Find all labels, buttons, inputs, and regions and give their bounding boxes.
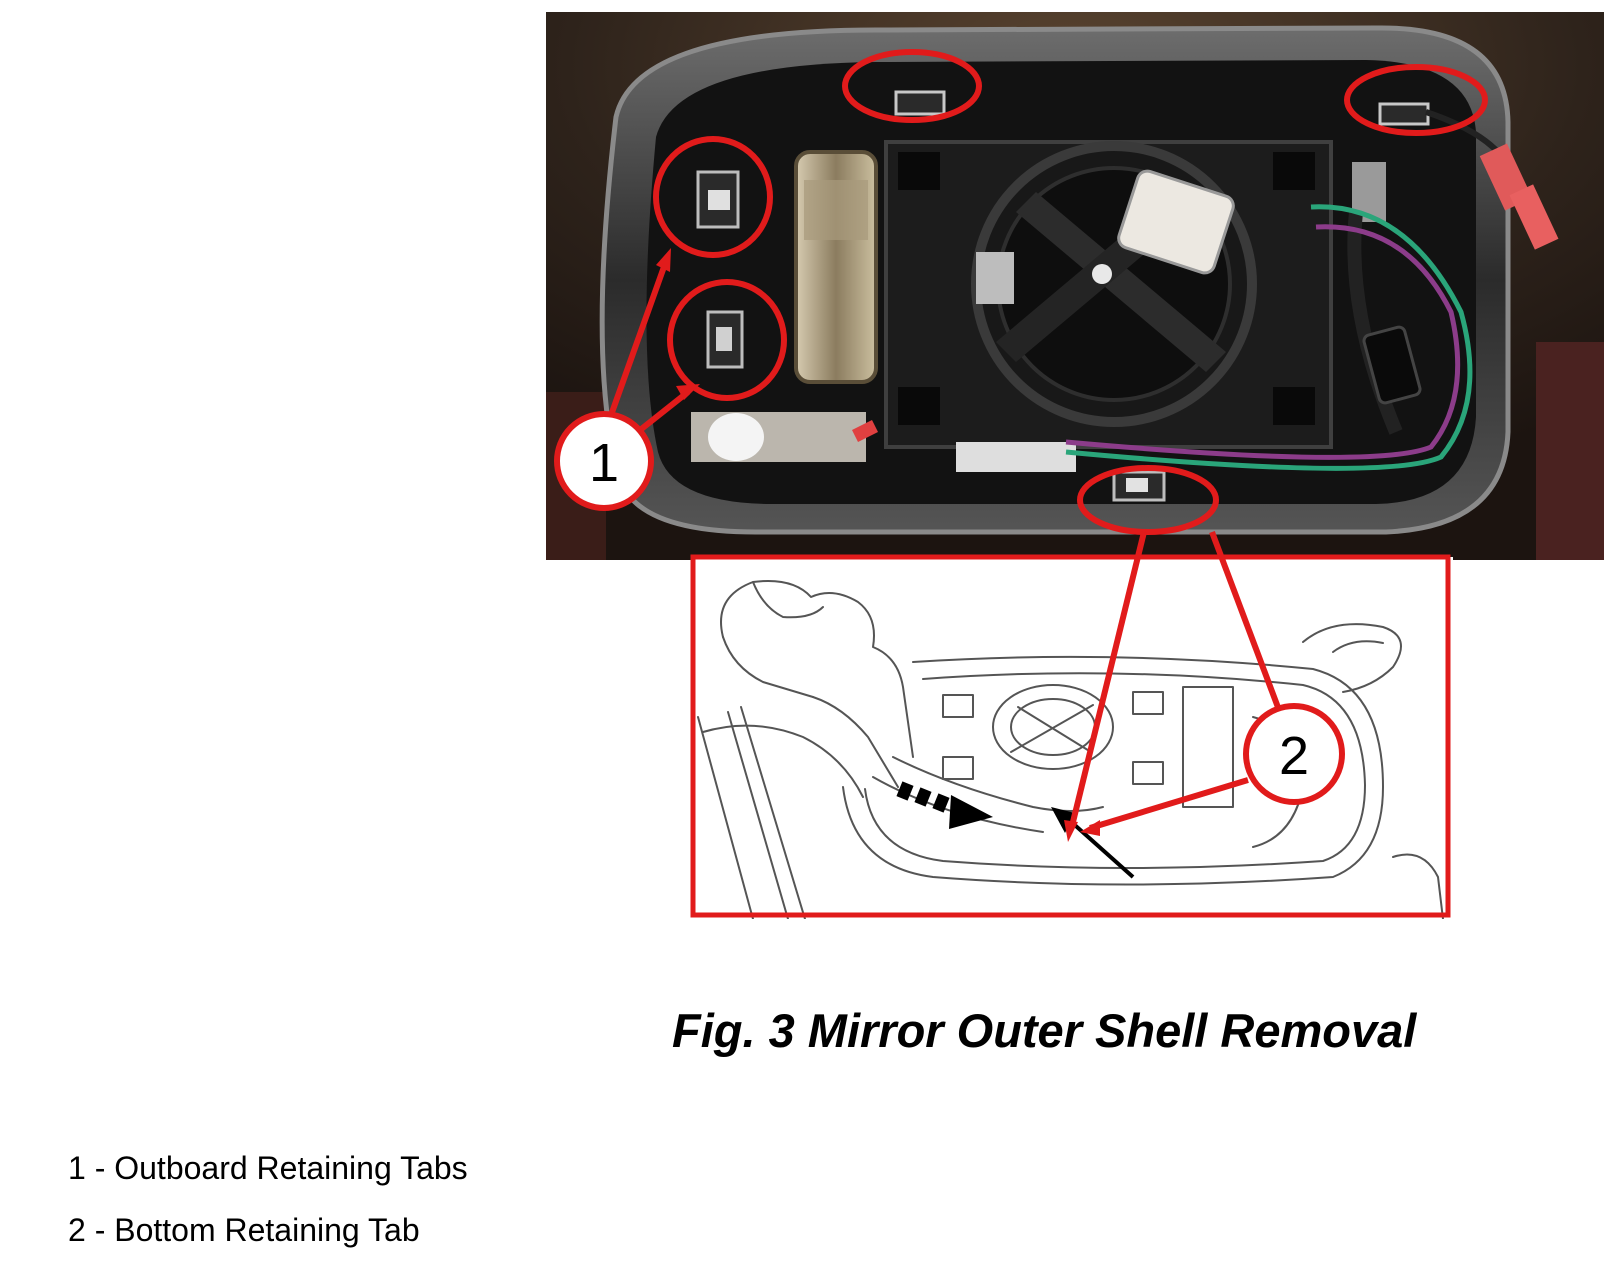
mirror-removal-line-drawing xyxy=(693,557,1453,919)
mirror-housing-photo xyxy=(546,12,1604,560)
figure-caption: Fig. 3 Mirror Outer Shell Removal xyxy=(672,1004,1417,1057)
legend-item-2: 2 - Bottom Retaining Tab xyxy=(68,1212,420,1248)
legend-item-1: 1 - Outboard Retaining Tabs xyxy=(68,1150,468,1186)
legend: 1 - Outboard Retaining Tabs 2 - Bottom R… xyxy=(68,1148,468,1272)
